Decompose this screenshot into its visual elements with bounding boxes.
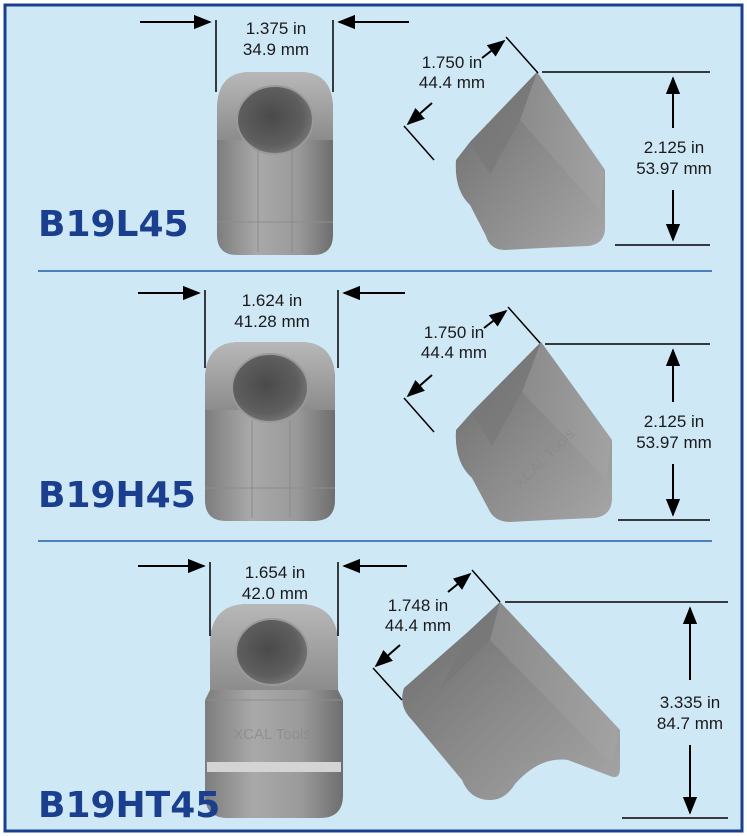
width-in-label: 1.654 in (245, 563, 306, 582)
product-section-b19h45: 1.624 in 41.28 mm XCAL Tools 1.750 in 44… (38, 285, 712, 522)
front-view-image: XCAL Tools (205, 604, 343, 818)
height-in-label: 2.125 in (644, 412, 705, 431)
product-section-b19l45: 1.375 in 34.9 mm 1.750 in 44.4 mm 2.125 … (38, 14, 712, 255)
height-mm-label: 84.7 mm (657, 714, 723, 733)
width-mm-label: 34.9 mm (243, 40, 309, 59)
diag-in-label: 1.750 in (422, 53, 483, 72)
height-dimension: 2.125 in 53.97 mm (542, 71, 712, 246)
width-mm-label: 41.28 mm (234, 312, 310, 331)
side-view-image (402, 602, 620, 800)
side-view-image (455, 72, 605, 250)
model-label: B19L45 (38, 204, 189, 245)
height-dimension: 2.125 in 53.97 mm (545, 343, 712, 521)
diagonal-dimension: 1.750 in 44.4 mm (403, 36, 539, 161)
watermark-text: XCAL Tools (233, 726, 311, 743)
diagonal-dimension: 1.748 in 44.4 mm (372, 569, 501, 701)
panel-frame (3, 3, 744, 833)
width-dimension: 1.624 in 41.28 mm (138, 285, 405, 368)
width-dimension: 1.654 in 42.0 mm (138, 558, 407, 636)
model-label: B19HT45 (38, 785, 220, 826)
diag-mm-label: 44.4 mm (385, 616, 451, 635)
side-view-image: XCAL Tools (455, 342, 612, 522)
model-label: B19H45 (38, 475, 196, 516)
diag-in-label: 1.748 in (388, 596, 449, 615)
front-view-image (205, 342, 335, 521)
width-mm-label: 42.0 mm (242, 584, 308, 603)
front-view-image (217, 72, 333, 255)
diag-in-label: 1.750 in (424, 323, 485, 342)
height-dimension: 3.335 in 84.7 mm (505, 601, 728, 819)
width-in-label: 1.624 in (242, 291, 303, 310)
diag-mm-label: 44.4 mm (421, 343, 487, 362)
height-in-label: 2.125 in (644, 138, 705, 157)
diagonal-dimension: 1.750 in 44.4 mm (403, 306, 541, 433)
diag-mm-label: 44.4 mm (419, 73, 485, 92)
height-mm-label: 53.97 mm (636, 159, 712, 178)
height-in-label: 3.335 in (660, 693, 721, 712)
height-mm-label: 53.97 mm (636, 433, 712, 452)
width-dimension: 1.375 in 34.9 mm (140, 14, 409, 92)
width-in-label: 1.375 in (246, 19, 307, 38)
product-section-b19ht45: XCAL Tools 1.654 in 42.0 mm 1.748 in 44.… (38, 558, 728, 826)
